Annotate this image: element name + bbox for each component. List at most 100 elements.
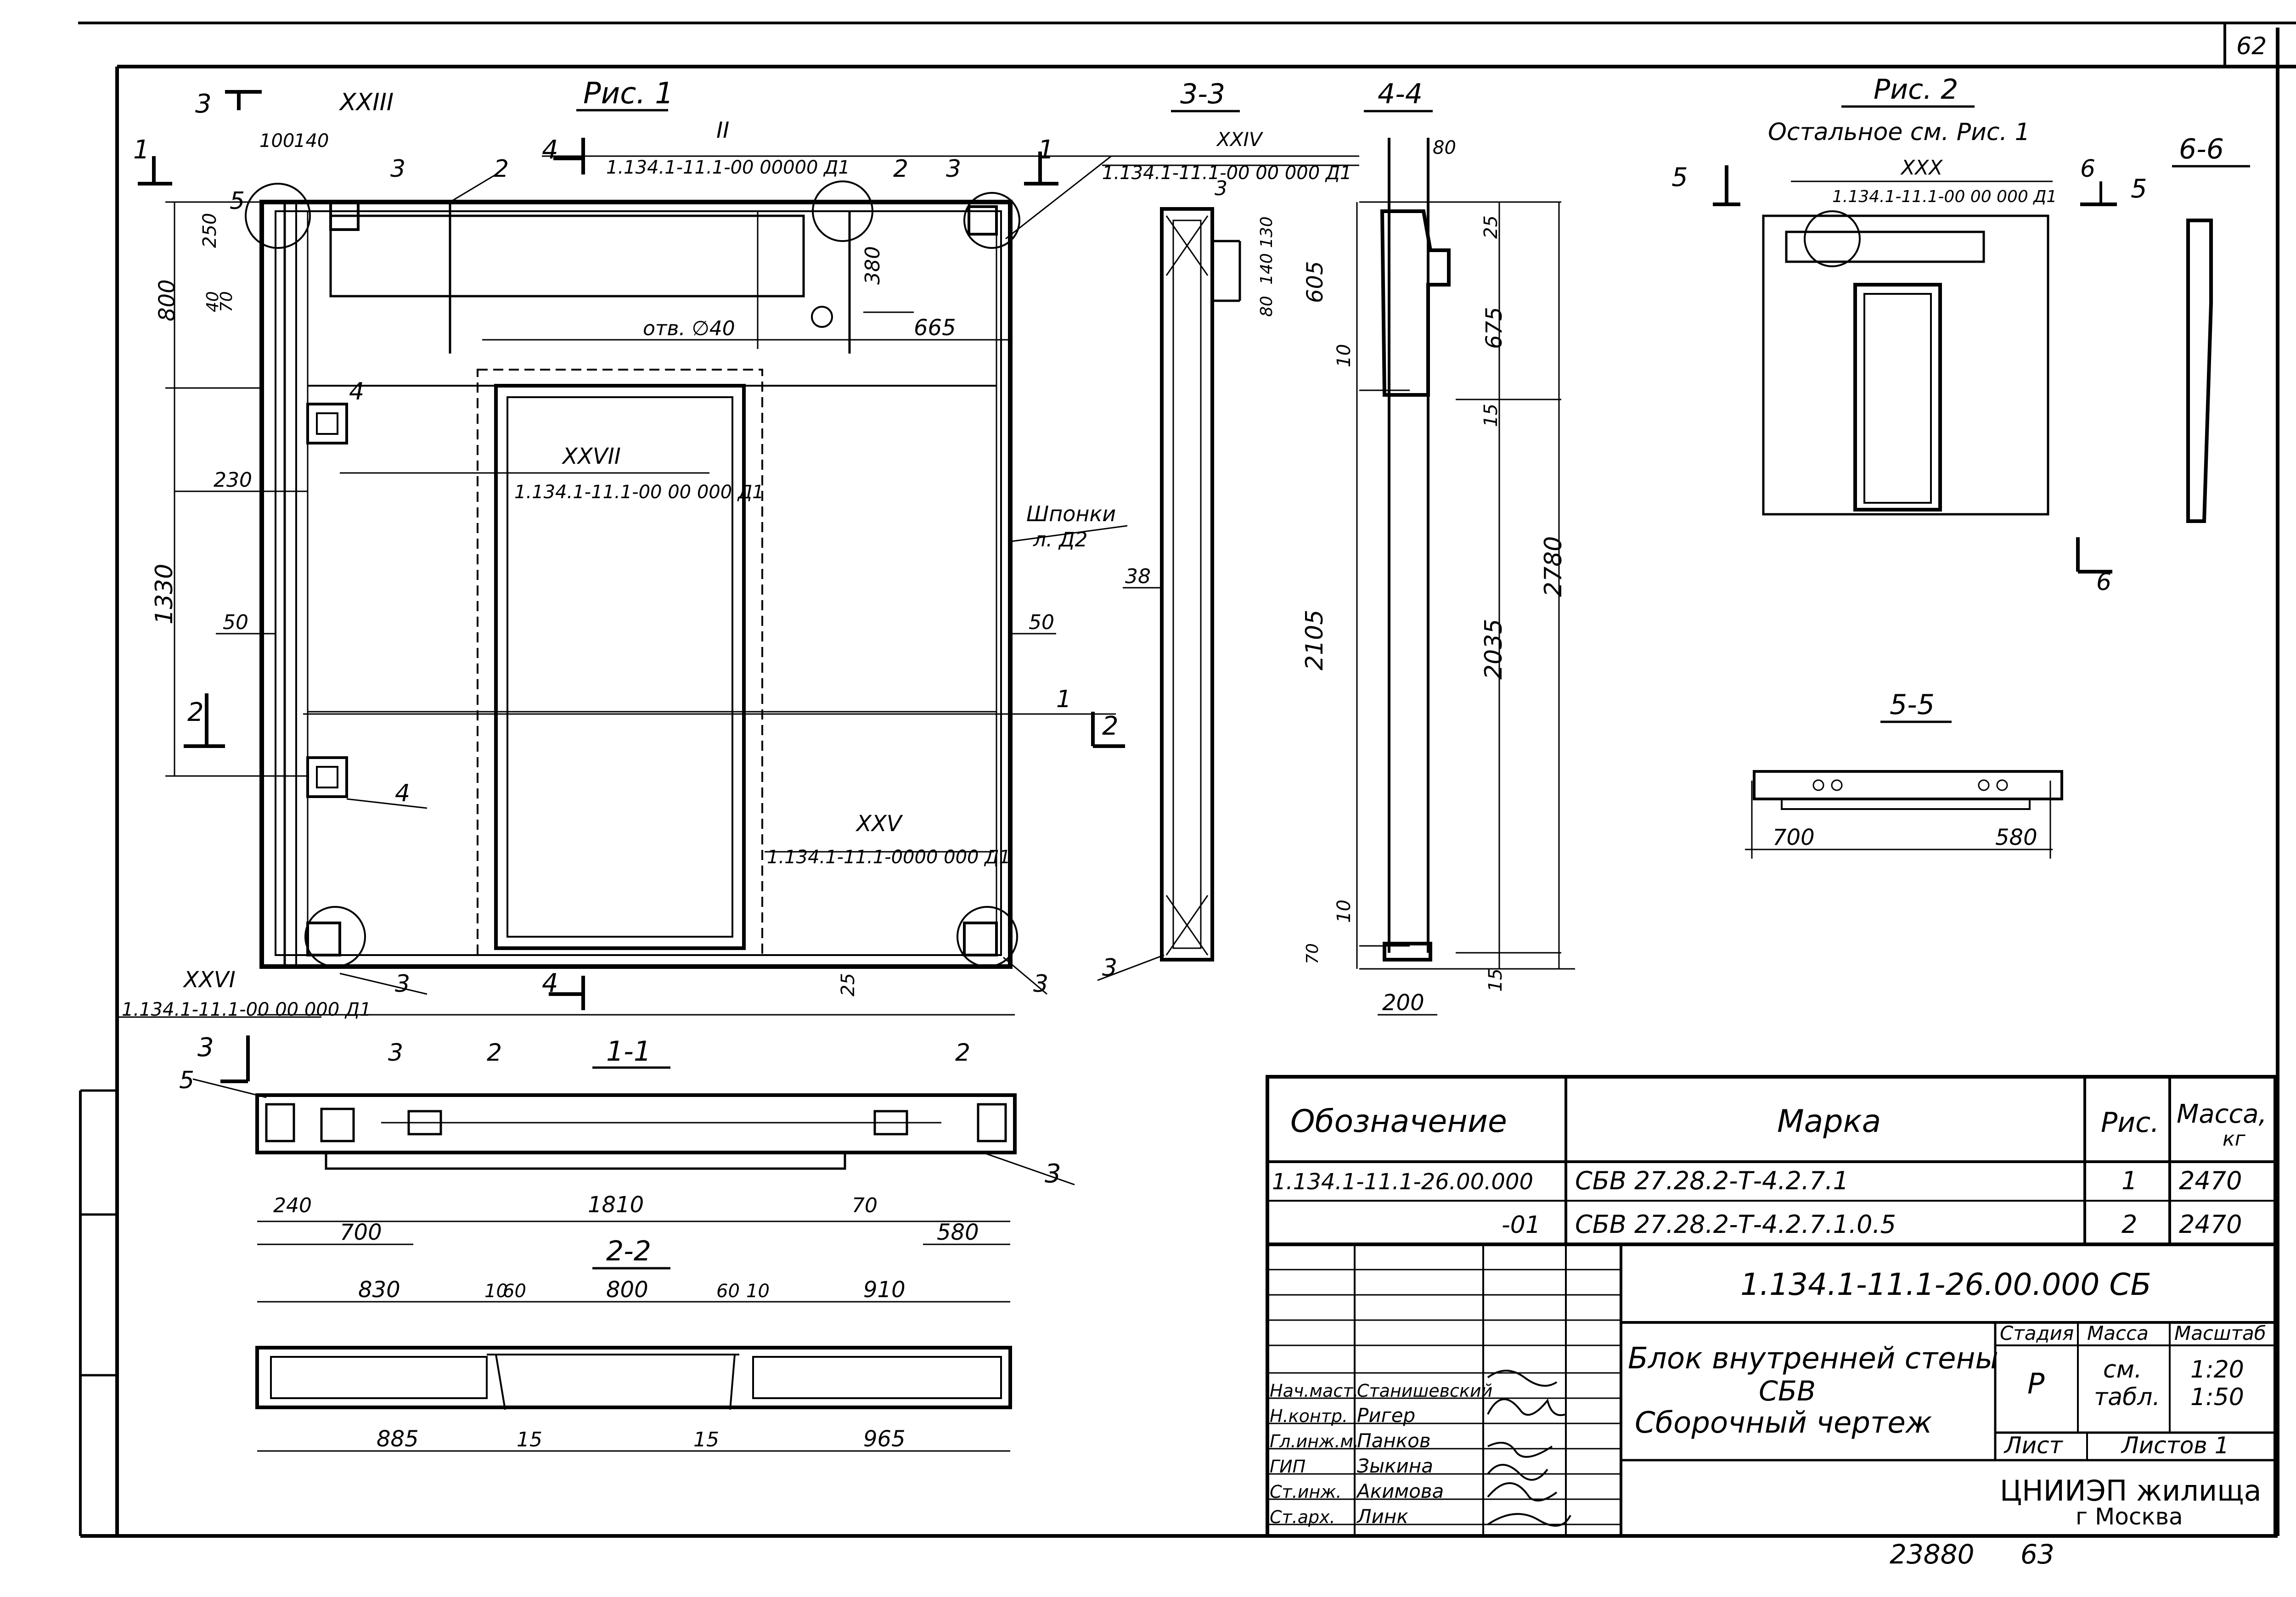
callout-2: 2 xyxy=(955,1039,970,1067)
section-2-2: 2-2 830 10 60 800 60 10 910 885 15 15 96… xyxy=(255,1235,1012,1452)
fig2-panel-variant: Рис. 2 Остальное см. Рис. 1 XXX 1.134.1-… xyxy=(1671,73,2147,596)
callout-5: 5 xyxy=(2131,174,2147,204)
th-mark: Марка xyxy=(1777,1103,1881,1140)
dim-1810: 1810 xyxy=(588,1192,644,1218)
callout-5: 5 xyxy=(1671,163,1688,192)
sheet-number: 62 xyxy=(2236,33,2267,60)
th-mass-unit: кг xyxy=(2223,1127,2246,1151)
dim-580: 580 xyxy=(1995,825,2037,850)
dim-15: 15 xyxy=(693,1428,719,1451)
row2-mark: СБВ 27.28.2-Т-4.2.7.1.0.5 xyxy=(1575,1210,1896,1239)
section-1-1: 1-1 3 5 3 2 2 3 240 1810 70 700 580 xyxy=(179,1033,1075,1245)
scale-1: 1:20 xyxy=(2190,1356,2244,1383)
dim-70: 70 xyxy=(1303,943,1322,964)
spec-table: Обозначение Марка Рис. Масса, кг 1.134.1… xyxy=(1266,1075,2277,1246)
dim-15: 15 xyxy=(1480,404,1502,427)
dim-605: 605 xyxy=(1302,261,1328,303)
section-5-5: 5-5 700 580 xyxy=(1745,689,2063,859)
ref-xxv: XXV xyxy=(855,811,903,837)
sec-1-1-title: 1-1 xyxy=(606,1035,651,1068)
callout-2: 2 xyxy=(1102,711,1119,741)
dim-700: 700 xyxy=(1773,825,1815,850)
callout-2: 2 xyxy=(893,155,908,183)
callout-4: 4 xyxy=(395,780,410,807)
dim-2035: 2035 xyxy=(1480,619,1508,680)
callout-3: 3 xyxy=(197,1033,214,1063)
dim-70: 70 xyxy=(852,1194,878,1217)
signatures xyxy=(1487,1370,1571,1527)
callout-4: 4 xyxy=(349,378,364,405)
scale-2: 1:50 xyxy=(2190,1383,2244,1411)
person-role: Нач.маст. xyxy=(1270,1381,1358,1401)
callout-5: 5 xyxy=(230,187,245,215)
dim-800: 800 xyxy=(606,1277,648,1303)
dim-60: 60 xyxy=(503,1281,526,1302)
row2-fig: 2 xyxy=(2122,1210,2137,1239)
callout-3: 3 xyxy=(1033,970,1048,998)
dim-2780: 2780 xyxy=(1540,536,1567,597)
person-name: Станишевский xyxy=(1357,1381,1492,1401)
callout-6: 6 xyxy=(2096,568,2111,596)
row2-mass: 2470 xyxy=(2179,1210,2242,1239)
ref-ii-doc: 1.134.1-11.1-00 00000 Д1 xyxy=(606,157,850,178)
dim-15: 15 xyxy=(517,1428,542,1451)
sec-4-4-title: 4-4 xyxy=(1378,78,1423,110)
dim-60: 60 xyxy=(716,1281,740,1302)
callout-6: 6 xyxy=(2080,155,2095,183)
dim-800: 800 xyxy=(154,279,180,321)
callout-5: 5 xyxy=(179,1067,194,1094)
dim-665: 665 xyxy=(914,315,956,341)
person-role: Ст.арх. xyxy=(1270,1507,1335,1527)
person-role: ГИП xyxy=(1270,1456,1306,1477)
sec-6-6-title: 6-6 xyxy=(2179,133,2224,165)
dim-830: 830 xyxy=(358,1277,400,1303)
name-line2: СБВ xyxy=(1759,1375,1816,1407)
sec-3-3-title: 3-3 xyxy=(1180,78,1225,110)
callout-3: 3 xyxy=(1102,954,1117,982)
section-3-3: 3-3 38 3 3 xyxy=(1097,78,1241,982)
dim-965: 965 xyxy=(863,1426,906,1452)
ref-ii: II xyxy=(716,118,729,143)
name-line1: Блок внутренней стены xyxy=(1628,1342,1998,1376)
mass-label: Масса xyxy=(2087,1322,2149,1344)
dim-10: 10 xyxy=(484,1281,508,1302)
th-designation: Обозначение xyxy=(1290,1103,1507,1140)
person-role: Гл.инж.м. xyxy=(1270,1431,1359,1451)
ref-xxv-doc: 1.134.1-11.1-0000 000 Д1 xyxy=(767,847,1011,868)
person-role: Н.контр. xyxy=(1270,1406,1348,1426)
fig1-title: Рис. 1 xyxy=(583,77,674,111)
scale-label: Масштаб xyxy=(2174,1322,2266,1344)
dim-380: 380 xyxy=(861,246,884,285)
fig1-annotations: XXIII II 1.134.1-11.1-00 00000 Д1 XXIV 1… xyxy=(122,89,1352,1020)
dim-50: 50 xyxy=(223,611,248,634)
dim-70: 70 xyxy=(217,291,236,312)
title-block: 1.134.1-11.1-26.00.000 СБ Блок внутренне… xyxy=(1266,1243,2277,1538)
dim-40: 40 xyxy=(203,291,222,312)
th-mass: Масса, xyxy=(2177,1099,2267,1129)
keys-label: Шпонки xyxy=(1026,501,1116,526)
dim-130: 130 xyxy=(1257,216,1276,248)
org-line2: г Москва xyxy=(2076,1503,2183,1530)
ref-xxx: XXX xyxy=(1900,156,1943,180)
dim-250: 250 xyxy=(199,213,220,248)
fig2-title: Рис. 2 xyxy=(1874,73,1958,106)
dim-700: 700 xyxy=(340,1220,382,1245)
person-role: Ст.инж. xyxy=(1270,1482,1342,1502)
dim-10: 10 xyxy=(746,1281,770,1302)
callout-1: 1 xyxy=(1056,686,1071,713)
person-name: Панков xyxy=(1357,1429,1431,1452)
sec-2-2-title: 2-2 xyxy=(606,1235,651,1267)
callout-2: 2 xyxy=(494,155,509,183)
dim-885: 885 xyxy=(377,1426,419,1452)
ref-xxvii-doc: 1.134.1-11.1-00 00 000 Д1 xyxy=(514,482,764,503)
person-name: Акимова xyxy=(1356,1480,1444,1502)
hole-label: отв. ∅40 xyxy=(643,317,735,340)
dim-140: 140 xyxy=(1257,253,1276,285)
keys-sheet: л. Д2 xyxy=(1033,528,1087,551)
dim-25: 25 xyxy=(1480,215,1502,239)
ref-xxiv: XXIV xyxy=(1216,128,1264,151)
fig1-panel-elevation: Рис. 1 xyxy=(117,77,1359,1018)
dim-10: 10 xyxy=(1334,344,1355,367)
doc-code: 1.134.1-11.1-26.00.000 СБ xyxy=(1740,1267,2151,1302)
